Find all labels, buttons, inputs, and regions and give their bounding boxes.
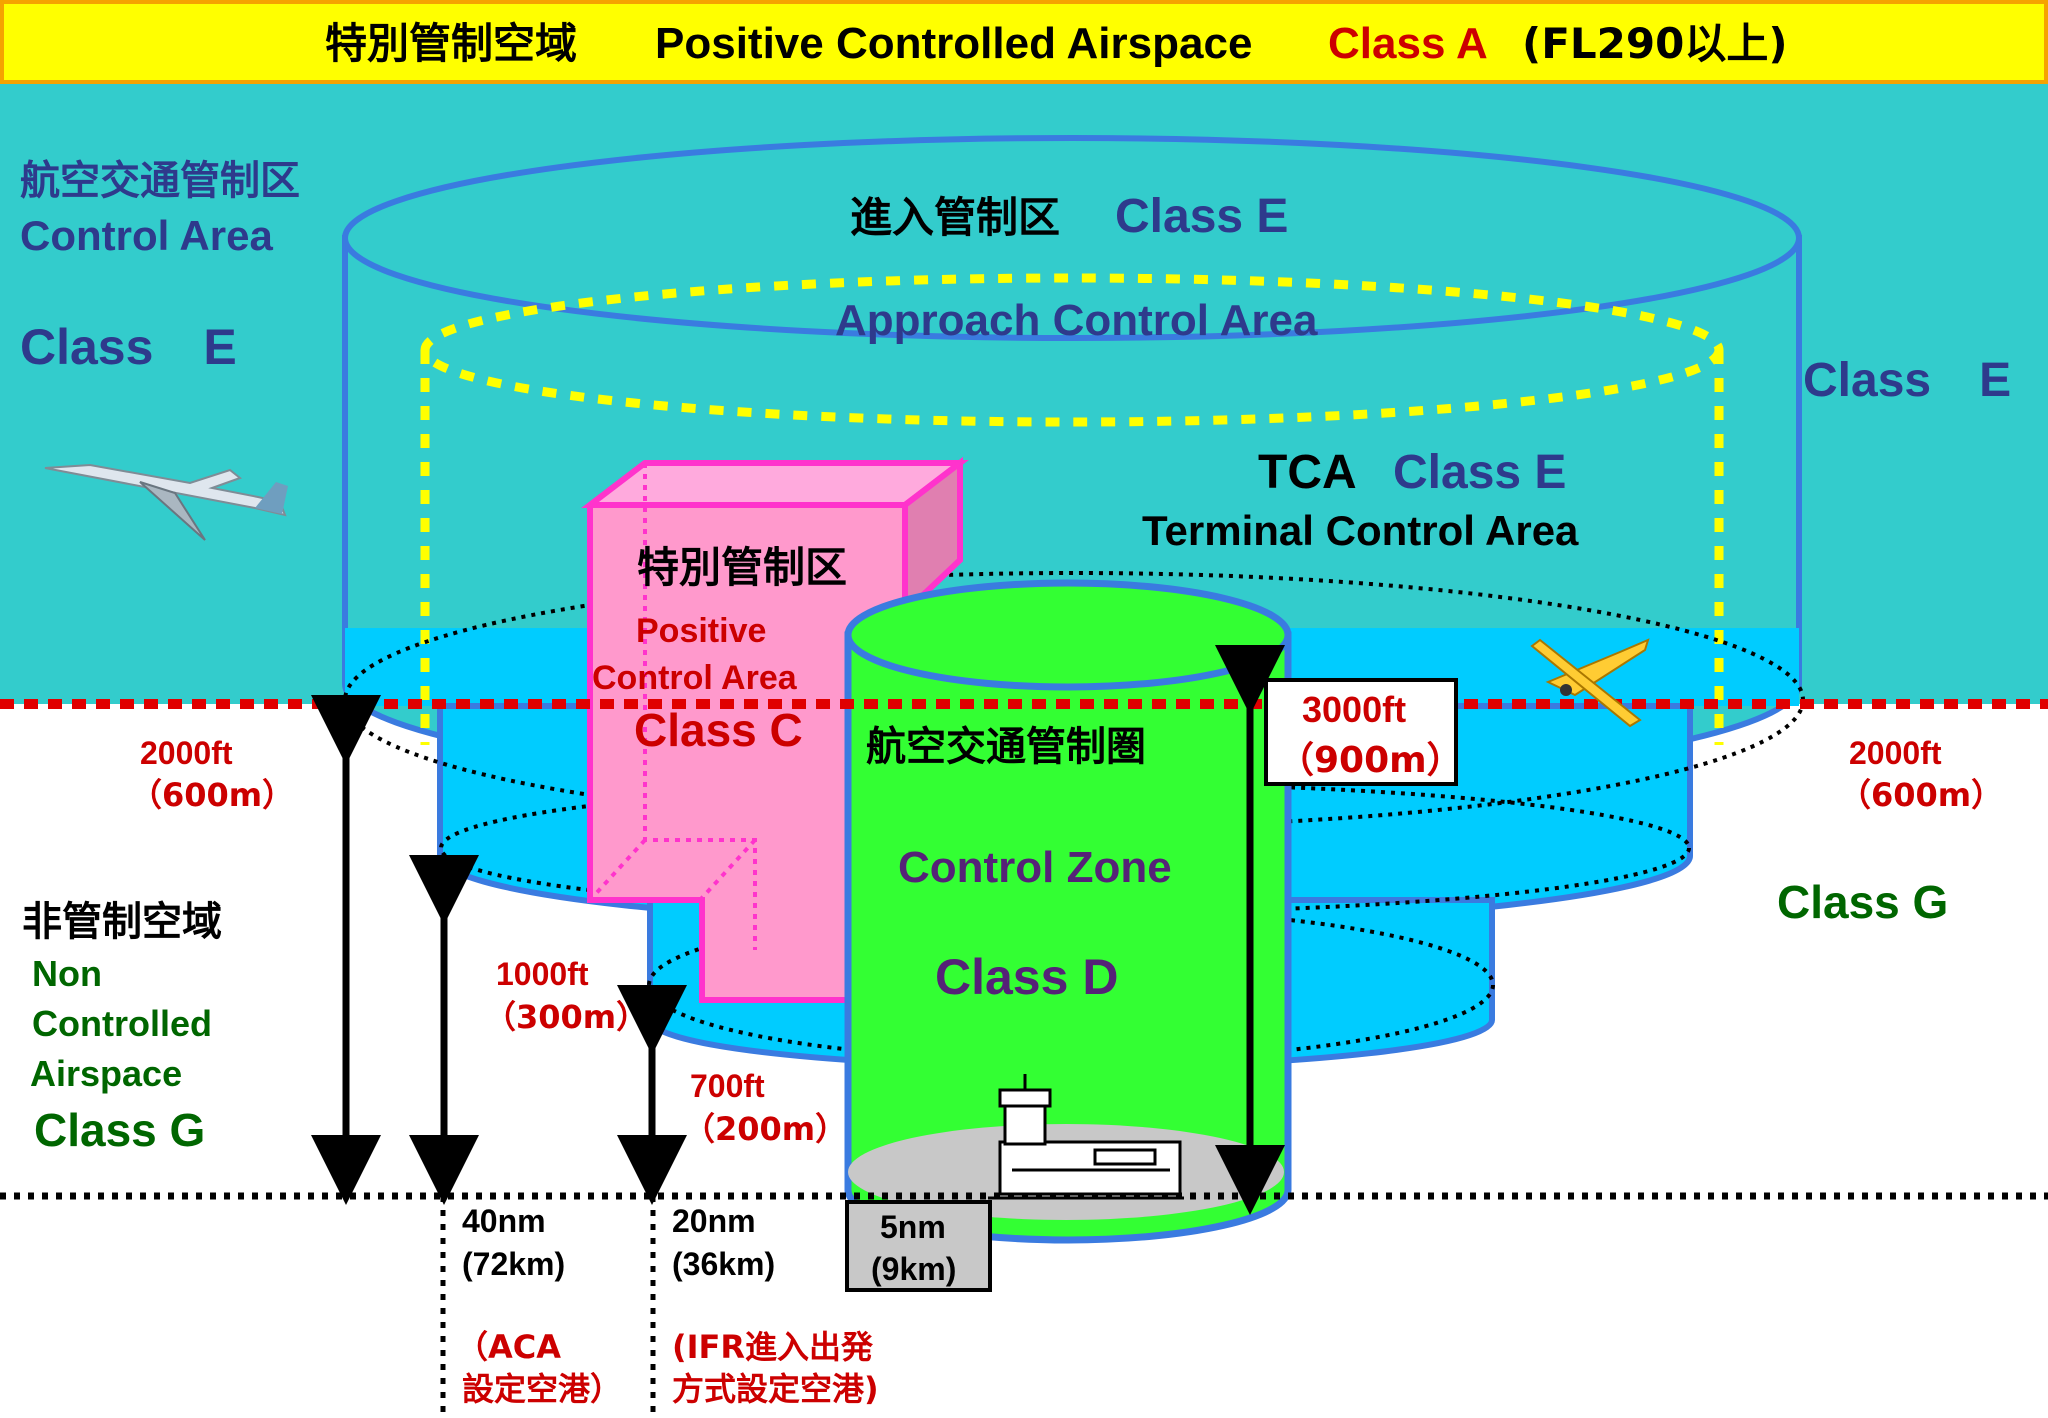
- r40-note-1: （ACA: [456, 1328, 561, 1366]
- positive-control-area-inner: [588, 463, 757, 950]
- control-zone-top: [844, 579, 1292, 691]
- h700-ft: 700ft: [690, 1068, 765, 1104]
- control-area-class-left: Class E: [20, 319, 237, 375]
- height-3000ft-box: [1264, 678, 1458, 786]
- tca-abbr: TCA: [1258, 446, 1357, 499]
- non-controlled-en-1: Non: [32, 953, 102, 994]
- banner-limit: (FL290以上): [1522, 19, 1788, 68]
- positive-en-1: Positive: [636, 612, 766, 650]
- approach-cylinder-top: [342, 135, 1802, 341]
- radius-5nm: 5nm: [880, 1209, 946, 1245]
- tca-cylinder: [420, 350, 1724, 745]
- height-arrows: [311, 645, 1285, 1215]
- tca-en: Terminal Control Area: [1142, 507, 1579, 554]
- left-600m: （600m）: [130, 776, 294, 814]
- non-controlled-class-right: Class G: [1777, 876, 1948, 928]
- non-controlled-class: Class G: [34, 1104, 205, 1156]
- control-zone-en: Control Zone: [898, 843, 1172, 892]
- light-aircraft-icon: [1530, 638, 1650, 728]
- r20-note-2: 方式設定空港): [672, 1370, 879, 1408]
- r20-nm: 20nm: [672, 1203, 756, 1239]
- banner-en: Positive Controlled Airspace: [655, 19, 1252, 68]
- positive-class: Class C: [634, 704, 803, 756]
- control-area-en: Control Area: [20, 212, 273, 259]
- r20-note-1: (IFR進入出発: [672, 1328, 874, 1366]
- positive-en-2: Control Area: [592, 659, 798, 697]
- r40-note-2: 設定空港）: [462, 1370, 622, 1408]
- control-area-jp: 航空交通管制区: [20, 158, 300, 204]
- radius-5nm-box: [845, 1200, 992, 1292]
- r40-nm: 40nm: [462, 1203, 546, 1239]
- non-controlled-en-2: Controlled: [32, 1003, 212, 1044]
- airliner-icon: [44, 463, 288, 541]
- airport-icon: [988, 1074, 1184, 1200]
- h700-m: （200m）: [683, 1110, 847, 1148]
- positive-control-area-side: [902, 456, 963, 619]
- r20-km: (36km): [672, 1246, 775, 1282]
- h1000-ft: 1000ft: [496, 956, 589, 992]
- right-600m: （600m）: [1839, 776, 2003, 814]
- control-zone-jp: 航空交通管制圏: [866, 724, 1146, 770]
- left-2000ft: 2000ft: [140, 735, 233, 771]
- ring-20nm-top: [647, 907, 1495, 1063]
- non-controlled-jp: 非管制空域: [22, 899, 222, 945]
- approach-jp: 進入管制区: [850, 193, 1060, 242]
- control-zone-class: Class D: [935, 949, 1118, 1005]
- height-3000ft: 3000ft: [1302, 689, 1406, 730]
- height-900m: （900m）: [1278, 740, 1463, 781]
- approach-en: Approach Control Area: [835, 296, 1318, 345]
- positive-jp: 特別管制区: [637, 543, 847, 592]
- h1000-m: （300m）: [484, 998, 648, 1036]
- radius-9km: (9km): [871, 1251, 956, 1287]
- banner-jp: 特別管制空域: [325, 19, 577, 68]
- banner-class: Class A: [1328, 19, 1488, 68]
- tca-class: Class E: [1393, 446, 1566, 499]
- tca-cylinder-top: [420, 273, 1724, 427]
- approach-class: Class E: [1115, 190, 1288, 243]
- right-2000ft: 2000ft: [1849, 735, 1942, 771]
- non-controlled-en-3: Airspace: [30, 1053, 182, 1094]
- control-area-class-right: Class E: [1803, 354, 2011, 407]
- class-a-banner: [0, 0, 2048, 84]
- r40-km: (72km): [462, 1246, 565, 1282]
